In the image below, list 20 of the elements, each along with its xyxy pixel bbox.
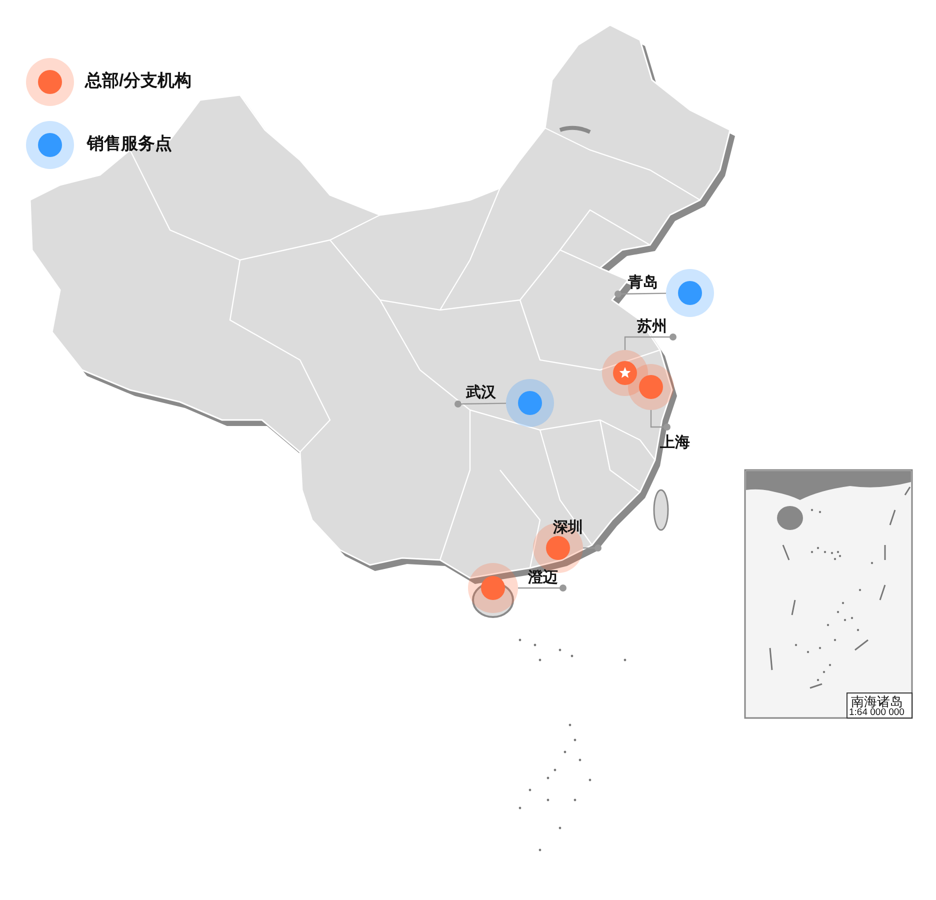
city-label: 武汉 xyxy=(454,384,508,408)
location-marker xyxy=(506,379,554,427)
scale-label: 1:64 000 000 xyxy=(849,708,904,718)
location-marker xyxy=(468,563,518,613)
city-label: 深圳 xyxy=(553,519,602,552)
leader-line xyxy=(650,410,670,430)
city-label: 澄迈 xyxy=(526,569,567,592)
leader-line xyxy=(614,290,666,298)
legend-label: 销售服务点 xyxy=(87,134,172,154)
city-label: 苏州 xyxy=(625,318,677,342)
leader-line xyxy=(454,400,506,408)
city-label: 青岛 xyxy=(614,274,668,298)
location-marker xyxy=(628,364,674,410)
leader-line xyxy=(518,584,566,592)
leader-line xyxy=(583,544,602,552)
city-label: 上海 xyxy=(651,423,691,453)
leader-line xyxy=(624,334,676,350)
inset-title: 南海诸岛 xyxy=(851,695,903,709)
legend-label: 总部/分支机构 xyxy=(85,71,192,91)
location-marker xyxy=(666,269,714,317)
